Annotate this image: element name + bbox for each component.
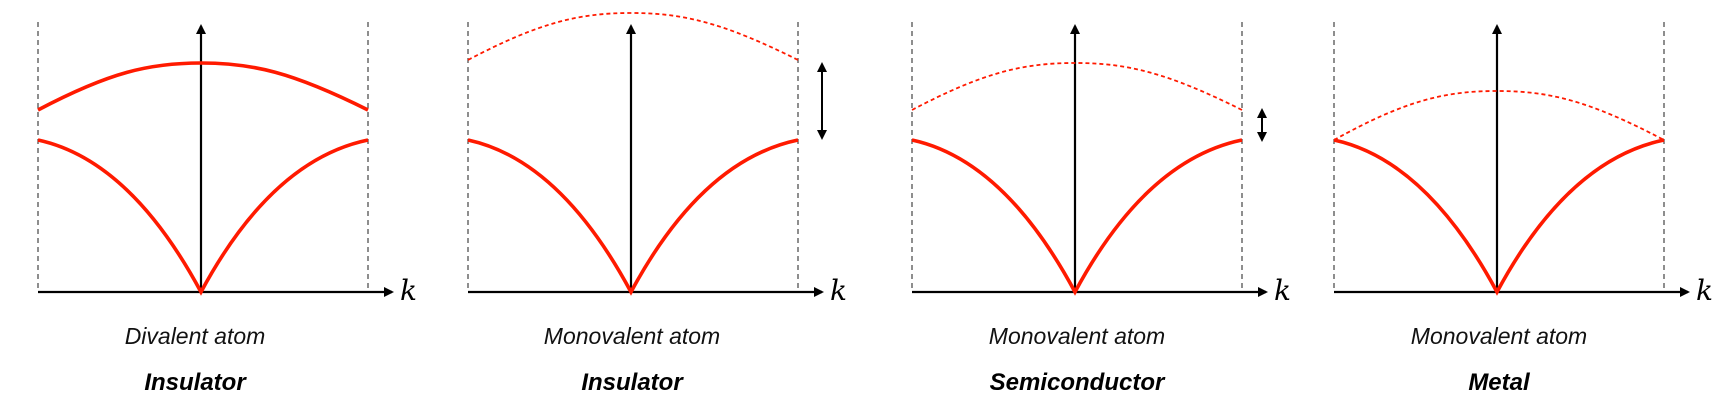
k-axis-label: k (1274, 274, 1291, 307)
lower-band (1333, 138, 1665, 296)
k-axis-label: k (830, 274, 847, 307)
panel-3-atom: Monovalent atom (989, 323, 1165, 349)
panel-2-atom: Monovalent atom (544, 323, 720, 349)
upper-band (37, 61, 369, 112)
panel-2: k Monovalent atom Insulator (467, 12, 847, 396)
lower-band (37, 138, 369, 296)
panel-3: k Monovalent atom Semiconductor (911, 22, 1291, 396)
k-axis-label: k (400, 274, 417, 307)
panel-3-type: Semiconductor (990, 369, 1166, 396)
panel-2-type: Insulator (581, 369, 684, 396)
panel-4: k Monovalent atom Metal (1333, 22, 1713, 396)
lower-band (467, 138, 799, 296)
panel-1: k Divalent atom Insulator (37, 22, 417, 396)
k-axis-label: k (1696, 274, 1713, 307)
upper-band-empty (911, 62, 1243, 111)
upper-band-empty (1333, 90, 1665, 141)
panel-4-atom: Monovalent atom (1411, 323, 1587, 349)
upper-band-empty (467, 12, 799, 61)
lower-band (911, 138, 1243, 296)
panel-1-atom: Divalent atom (125, 323, 266, 349)
panel-1-type: Insulator (144, 369, 247, 396)
panel-4-type: Metal (1468, 369, 1531, 396)
